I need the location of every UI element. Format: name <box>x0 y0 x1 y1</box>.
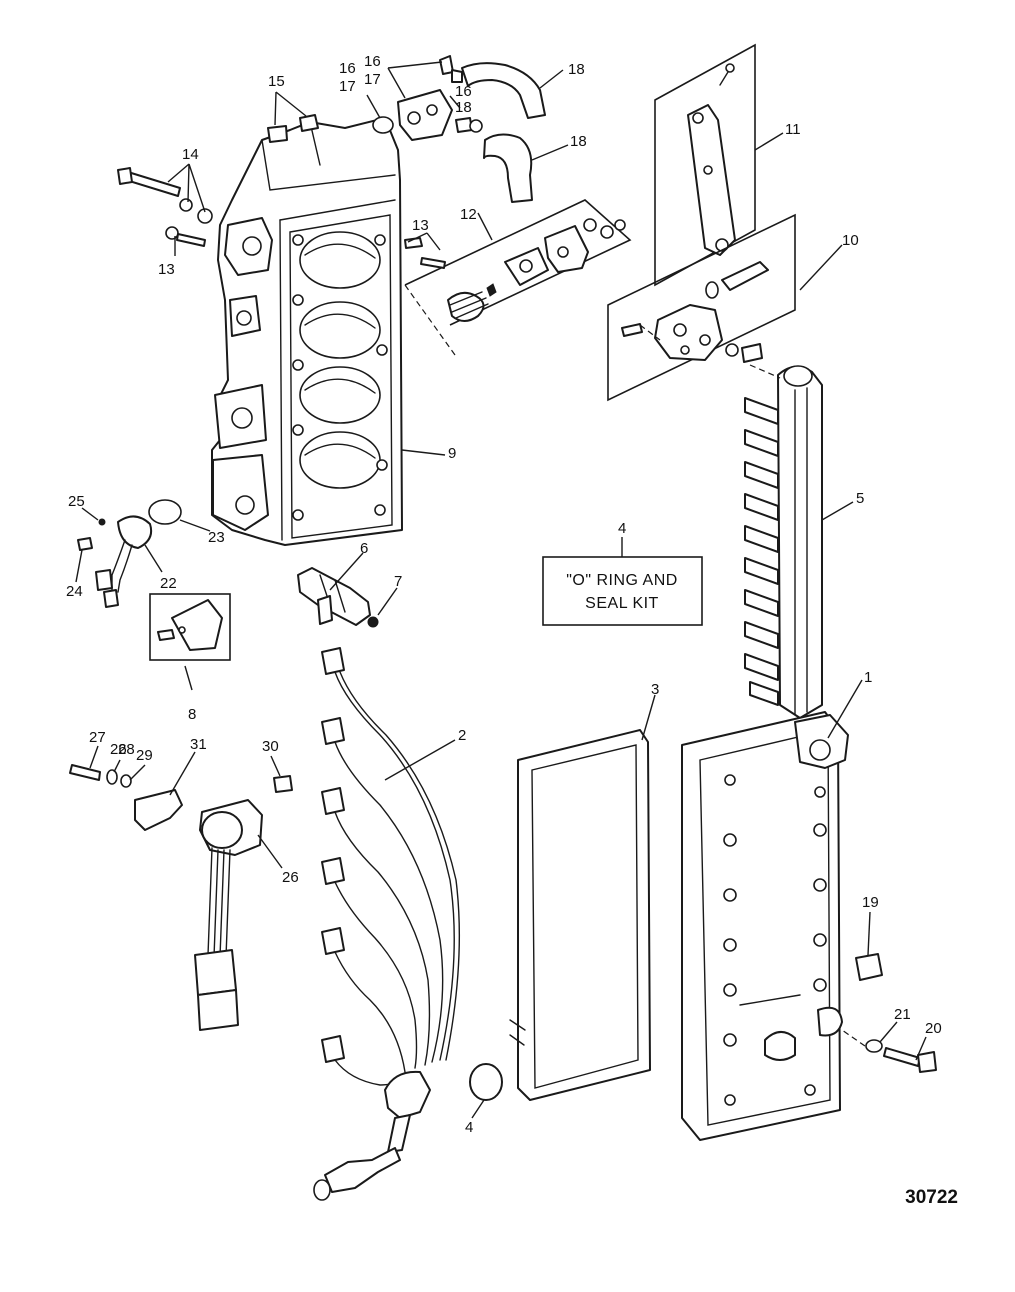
part-18-hose-upper <box>461 62 546 119</box>
callout-18-b: 18 <box>568 61 585 78</box>
callout-7: 7 <box>394 573 402 590</box>
callout-3: 3 <box>651 681 659 698</box>
callout-31: 31 <box>190 736 207 753</box>
part-17-oring <box>372 116 394 134</box>
part-11-panel <box>654 43 756 287</box>
part-27-bolt <box>69 764 101 781</box>
part-21-washer <box>865 1039 883 1053</box>
part-2-harness <box>313 647 461 1201</box>
part-10-panel <box>607 213 796 402</box>
part-12-panel <box>404 199 632 326</box>
callout-29: 29 <box>136 747 153 764</box>
kit-line-2: SEAL KIT <box>585 595 659 612</box>
part-18-hose-lower <box>483 133 533 203</box>
part-5-rail <box>744 365 823 719</box>
callout-23: 23 <box>208 529 225 546</box>
callout-11: 11 <box>785 121 801 138</box>
seal-kit-box: "O" RING AND SEAL KIT <box>542 556 703 626</box>
callout-5: 5 <box>856 490 864 507</box>
callout-16-b: 16 <box>364 53 381 70</box>
callout-25: 25 <box>68 493 85 510</box>
callout-10: 10 <box>842 232 859 249</box>
kit-line-1: "O" RING AND <box>566 572 678 589</box>
callout-19: 19 <box>862 894 879 911</box>
callout-16-a: 16 <box>339 60 356 77</box>
part-19-spacer <box>855 953 883 981</box>
part-1-cover <box>681 711 849 1141</box>
part-9-manifold-body <box>211 117 403 546</box>
part-7-oring <box>367 616 379 628</box>
callout-13-left: 13 <box>158 261 175 278</box>
part-25-washer <box>98 518 106 526</box>
callout-17-a: 17 <box>339 78 356 95</box>
callout-1: 1 <box>864 669 872 686</box>
figure-number: 30722 <box>905 1187 958 1208</box>
part-31-clamp <box>134 789 183 831</box>
leader-lines <box>75 61 927 1119</box>
callout-14: 14 <box>182 146 199 163</box>
part-16-fitting-assembly <box>397 55 483 141</box>
callout-4-kit: 4 <box>618 520 626 537</box>
part-23-oring <box>148 499 182 525</box>
callout-13-right: 13 <box>412 217 429 234</box>
part-3-gasket <box>509 729 651 1101</box>
callout-30: 30 <box>262 738 279 755</box>
callout-26-right: 26 <box>282 869 299 886</box>
callout-labels: 1 2 3 4 4 5 6 7 8 9 10 11 12 13 13 14 15… <box>66 53 942 1136</box>
callout-26-left: 26 <box>110 741 127 758</box>
callout-17-b: 17 <box>364 71 381 88</box>
part-30-nut <box>273 775 293 793</box>
callout-18-c: 18 <box>570 133 587 150</box>
callout-8: 8 <box>188 706 196 723</box>
part-26-sensor <box>194 799 263 1031</box>
callout-27: 27 <box>89 729 106 746</box>
callout-15: 15 <box>268 73 285 90</box>
callout-16-c: 16 <box>455 83 472 100</box>
callout-22: 22 <box>160 575 177 592</box>
callout-2: 2 <box>458 727 466 744</box>
callout-6: 6 <box>360 540 368 557</box>
callout-18-a: 18 <box>455 99 472 116</box>
part-24-screw <box>77 537 93 551</box>
callout-4-plug: 4 <box>465 1119 473 1136</box>
part-15-fittings <box>267 114 319 143</box>
part-28-washer <box>106 769 118 785</box>
part-29-washer <box>120 774 132 788</box>
part-8-cover-panel <box>149 593 231 661</box>
callout-20: 20 <box>925 1020 942 1037</box>
callout-9: 9 <box>448 445 456 462</box>
part-13-screw-left <box>165 226 206 247</box>
part-13-screw-right <box>404 237 446 269</box>
part-22-sensor <box>95 515 153 608</box>
callout-12: 12 <box>460 206 477 223</box>
callout-24: 24 <box>66 583 83 600</box>
part-14-bolt-washer <box>117 167 213 224</box>
part-6-sensor <box>297 567 371 626</box>
callout-21: 21 <box>894 1006 911 1023</box>
callout-28: 28 <box>118 741 135 758</box>
part-4-plug <box>469 1063 503 1101</box>
part-20-bolt <box>883 1047 937 1073</box>
